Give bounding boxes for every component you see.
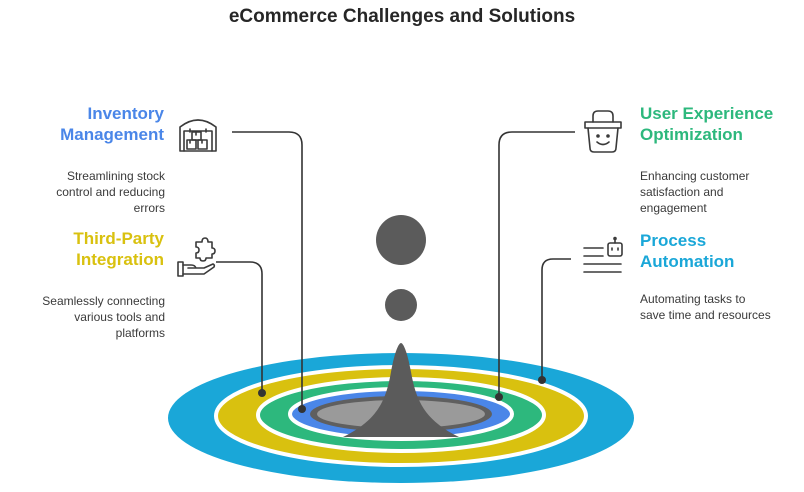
user-experience-description: Enhancing customer satisfaction and enga…	[640, 168, 749, 216]
smiling-basket-icon	[584, 110, 622, 153]
connector-inventory	[232, 131, 303, 409]
inventory-desc-line1: Streamlining stock	[66, 169, 165, 183]
hand-puzzle-icon	[177, 237, 216, 277]
process-heading-line2: Automation	[640, 252, 735, 271]
connector-user-experience	[498, 131, 575, 397]
third-party-heading: Third-Party Integration	[73, 228, 164, 270]
process-desc-line1: Automating tasks to	[640, 292, 746, 306]
connector-dot-inventory	[298, 405, 306, 413]
user-experience-heading: User Experience Optimization	[640, 103, 773, 145]
third-party-desc-line1: Seamlessly connecting	[42, 294, 165, 308]
third-party-description: Seamlessly connecting various tools and …	[42, 293, 165, 341]
inventory-description: Streamlining stock control and reducing …	[56, 168, 165, 216]
drop-large	[376, 215, 426, 265]
robot-list-icon	[583, 236, 623, 273]
inventory-desc-line2: control and reducing	[56, 185, 165, 199]
drop-splash	[343, 343, 459, 437]
third-party-desc-line2: various tools and	[74, 310, 165, 324]
third-party-heading-line2: Integration	[76, 250, 164, 269]
inventory-desc-line3: errors	[133, 201, 165, 215]
connector-dot-third-party	[258, 389, 266, 397]
inventory-heading-line2: Management	[60, 125, 164, 144]
third-party-desc-line3: platforms	[115, 326, 165, 340]
user-experience-desc-line1: Enhancing customer	[640, 169, 750, 183]
user-experience-desc-line2: satisfaction and	[640, 185, 724, 199]
inventory-heading: Inventory Management	[60, 103, 164, 145]
connector-third-party	[216, 261, 263, 393]
connector-process	[541, 258, 571, 380]
inventory-heading-line1: Inventory	[87, 104, 164, 123]
connector-dot-user-experience	[495, 393, 503, 401]
warehouse-boxes-icon	[179, 119, 217, 152]
process-desc-line2: save time and resources	[640, 308, 771, 322]
user-experience-heading-line2: Optimization	[640, 125, 743, 144]
third-party-heading-line1: Third-Party	[73, 229, 164, 248]
user-experience-heading-line1: User Experience	[640, 104, 774, 123]
process-heading-line1: Process	[640, 231, 707, 250]
process-heading: Process Automation	[640, 230, 734, 272]
drop-small	[385, 289, 417, 321]
connector-dot-process	[538, 376, 546, 384]
process-description: Automating tasks to save time and resour…	[640, 291, 771, 323]
user-experience-desc-line3: engagement	[640, 201, 707, 215]
page-title: eCommerce Challenges and Solutions	[228, 6, 576, 27]
